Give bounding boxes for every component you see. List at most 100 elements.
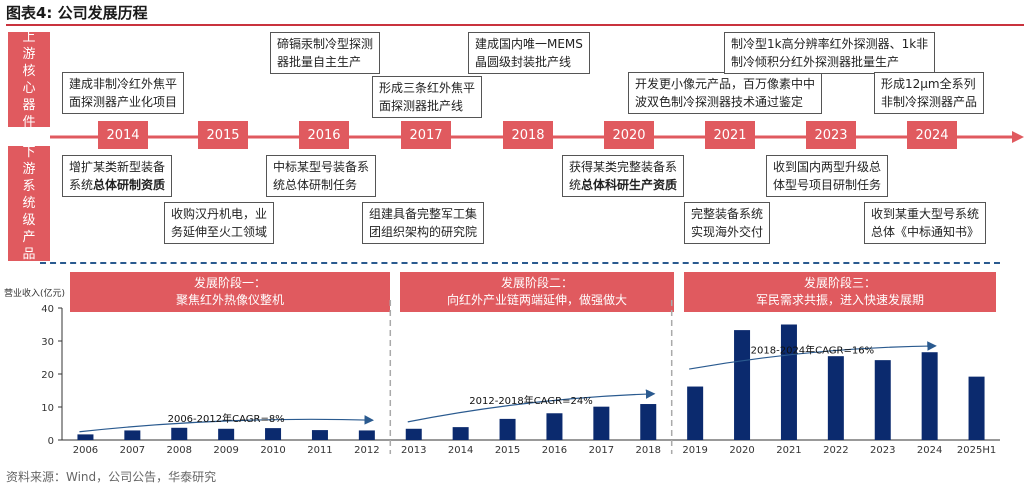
x-tick-label: 2006 [73,445,98,456]
x-tick-label: 2010 [260,445,285,456]
phase-2-title: 发展阶段二： [500,276,573,290]
year-box-2015: 2015 [198,121,248,149]
lower-event-2023: 收到国内两型升级总 体型号项目研制任务 [766,155,889,197]
bar-2010 [265,428,282,440]
x-tick-label: 2008 [167,445,192,456]
side-label-downstream: 下游系统级产品 [8,145,50,262]
phase-banner-2: 发展阶段二： 向红外产业链两端延伸，做强做大 [400,272,674,312]
year-box-2023: 2023 [806,121,856,149]
lower-event-2014-text: 增扩某类新型装备 系统 [69,160,166,192]
x-tick-label: 2025H1 [957,445,996,456]
side-label-downstream-text: 下游系统级产品 [22,145,36,262]
x-tick-label: 2021 [776,445,801,456]
upper-event-2014: 建成非制冷红外焦平 面探测器产业化项目 [62,72,185,114]
x-tick-label: 2016 [542,445,567,456]
x-tick-label: 2020 [729,445,754,456]
side-label-upstream-text: 上游核心器件 [22,29,36,130]
phase-3-desc: 军民需求共振，进入快速发展期 [755,293,924,307]
lower-event-2016: 中标某型号装备系 统总体研制任务 [266,155,377,197]
bar-2024 [921,352,938,440]
lower-event-2020-bold: 总体科研生产资质 [581,178,678,192]
cagr-label-1: 2006-2012年CAGR=8% [168,412,285,425]
bar-2021 [780,324,797,440]
bar-2017 [593,406,610,440]
lower-event-2021: 完整装备系统 实现海外交付 [684,202,771,244]
phase-2-desc: 向红外产业链两端延伸，做强做大 [446,293,627,307]
upper-event-2018: 建成国内唯一MEMS 晶圆级封装批产线 [468,32,590,74]
phase-3-title: 发展阶段三： [803,276,876,290]
bar-2025H1 [968,376,985,440]
bar-2012 [358,430,375,440]
year-box-2024: 2024 [907,121,957,149]
x-tick-label: 2023 [870,445,895,456]
source-note: 资料来源：Wind，公司公告，华泰研究 [6,470,217,484]
bar-2008 [171,427,188,440]
year-box-2016: 2016 [299,121,349,149]
y-tick-label: 30 [41,337,54,348]
cagr-label-3: 2018-2024年CAGR=16% [751,344,874,357]
x-tick-label: 2018 [636,445,661,456]
bar-2023 [874,360,891,440]
x-tick-label: 2019 [682,445,707,456]
side-label-upstream: 上游核心器件 [8,30,50,130]
x-tick-label: 2011 [307,445,332,456]
x-tick-label: 2012 [354,445,379,456]
lower-event-2020-text: 获得某类完整装备系 统 [569,160,678,192]
lower-event-2014: 增扩某类新型装备 系统总体研制资质 [62,155,173,197]
bar-2020 [734,330,751,440]
bar-2022 [827,356,844,440]
year-box-2017: 2017 [401,121,451,149]
cagr-arrow-1 [79,415,375,433]
upper-event-2020: 开发更小像元产品，百万像素中中 波双色制冷探测器技术通过鉴定 [628,72,823,114]
x-tick-label: 2022 [823,445,848,456]
upper-event-2017: 形成三条红外焦平 面探测器批产线 [372,76,483,118]
lower-event-2024-text: 收到某重大型号系统 总体《中标通知书》 [871,207,980,239]
lower-event-2024: 收到某重大型号系统 总体《中标通知书》 [864,202,987,244]
upper-event-2023: 制冷型1k高分辨率红外探测器、1k非 制冷倾积分红外探测器批量生产 [724,32,936,74]
x-tick-label: 2009 [213,445,238,456]
bar-2011 [311,430,328,440]
x-tick-label: 2014 [448,445,473,456]
phase-1-title: 发展阶段一： [193,276,266,290]
bar-2015 [499,418,516,440]
x-tick-label: 2015 [495,445,520,456]
title-rule [6,24,1024,26]
bar-2019 [687,386,704,440]
phase-banner-1: 发展阶段一： 聚焦红外热像仪整机 [70,272,390,312]
cagr-label-2: 2012-2018年CAGR=24% [469,394,592,407]
lower-event-2021-text: 完整装备系统 实现海外交付 [691,207,764,239]
bar-2013 [405,428,422,440]
x-tick-label: 2024 [917,445,942,456]
bar-2016 [546,413,563,440]
y-tick-label: 0 [48,436,54,447]
lower-event-2015: 收购汉丹机电，业 务延伸至火工领域 [164,202,275,244]
y-tick-label: 40 [41,304,54,315]
cagr-arrow-3 [689,341,937,370]
timeline-arrow-head [1012,131,1024,143]
lower-event-2017: 组建具备完整军工集 团组织架构的研究院 [362,202,485,244]
cagr-arrow-2 [407,389,656,423]
year-box-2018: 2018 [503,121,553,149]
lower-event-2016-text: 中标某型号装备系 统总体研制任务 [273,160,370,192]
lower-event-2015-text: 收购汉丹机电，业 务延伸至火工领域 [171,207,268,239]
year-box-2020: 2020 [604,121,654,149]
y-tick-label: 10 [41,403,54,414]
phase-banner-3: 发展阶段三： 军民需求共振，进入快速发展期 [684,272,996,312]
x-tick-label: 2007 [120,445,145,456]
lower-event-2017-text: 组建具备完整军工集 团组织架构的研究院 [369,207,478,239]
bar-2018 [640,404,657,440]
bar-2007 [124,430,141,440]
upper-event-2024: 形成12μm全系列 非制冷探测器产品 [874,72,985,114]
bar-2014 [452,427,469,440]
section-divider [40,262,1000,264]
x-tick-label: 2013 [401,445,426,456]
lower-event-2014-bold: 总体研制资质 [93,178,166,192]
page-title: 图表4: 公司发展历程 [6,4,148,22]
bar-2009 [218,428,235,440]
lower-event-2023-text: 收到国内两型升级总 体型号项目研制任务 [773,160,882,192]
year-box-2014: 2014 [98,121,148,149]
lower-event-2020: 获得某类完整装备系 统总体科研生产资质 [562,155,685,197]
year-box-2021: 2021 [705,121,755,149]
bar-2006 [77,434,94,440]
